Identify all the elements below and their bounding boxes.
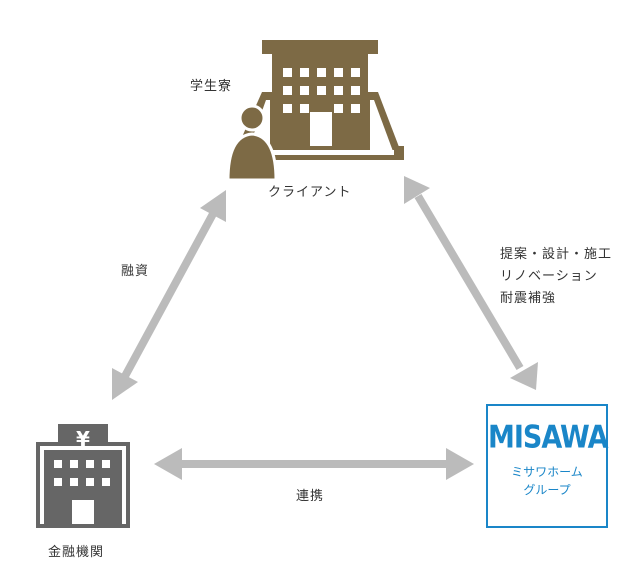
services-line-3: 耐震補強 xyxy=(500,291,557,306)
services-line-2: リノベーション xyxy=(500,269,598,284)
yen-symbol: ¥ xyxy=(76,427,90,451)
financing-label: 融資 xyxy=(121,264,150,279)
misawa-logo: MISAWA xyxy=(488,419,609,456)
dormitory-label: 学生寮 xyxy=(190,79,233,94)
bank-label: 金融機関 xyxy=(48,545,105,560)
misawa-logo-box: MISAWA ミサワホーム グループ xyxy=(486,404,609,528)
client-label: クライアント xyxy=(268,185,352,200)
arrow-bank-misawa xyxy=(154,448,474,480)
misawa-sub-line-1: ミサワホーム xyxy=(511,465,583,479)
arrow-client-misawa xyxy=(404,176,538,390)
services-line-1: 提案・設計・施工 xyxy=(500,247,613,262)
collaboration-label: 連携 xyxy=(296,489,325,504)
bank-building-icon xyxy=(36,424,130,528)
services-label: 提案・設計・施工 リノベーション 耐震補強 xyxy=(500,244,612,310)
person-icon xyxy=(226,104,278,182)
misawa-sub-line-2: グループ xyxy=(523,483,571,497)
dormitory-building-icon xyxy=(238,40,404,160)
arrow-client-bank xyxy=(112,190,226,400)
misawa-subtitle: ミサワホーム グループ xyxy=(488,463,606,499)
